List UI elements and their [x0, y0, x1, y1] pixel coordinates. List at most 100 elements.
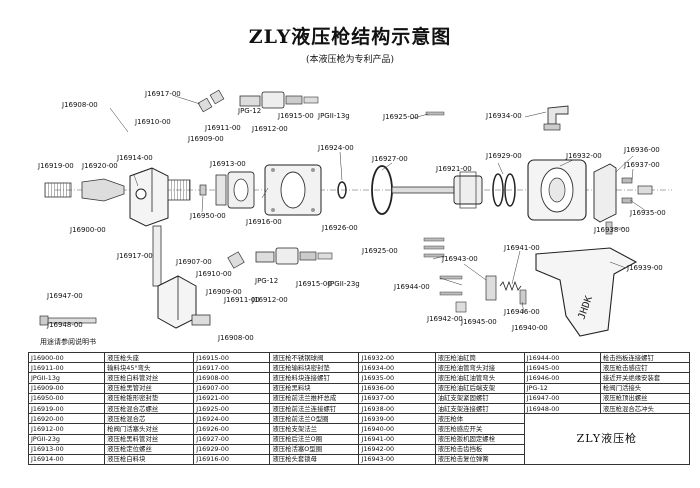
part-code-cell: J16944-00: [523, 351, 601, 364]
part-code-cell: J16925-00: [193, 402, 271, 415]
mixing-core-part: [81, 178, 125, 202]
part-code-cell: J16943-00: [358, 453, 436, 466]
callout-j16917-00-lower: J16917-00: [116, 252, 153, 260]
callout-j16914-00: J16914-00: [116, 154, 153, 162]
callout-j16916-00: J16916-00: [245, 218, 282, 226]
callout-j16939-00: J16939-00: [626, 264, 663, 272]
piston-o-rings: [492, 173, 516, 207]
part-name-cell: 液压枪击感应钉: [599, 362, 691, 374]
callout-j16911-00-upper: J16911-00: [204, 124, 241, 132]
drawing-subtitle: (本液压枪为专利产品): [305, 55, 395, 65]
front-flange-o-ring: [337, 181, 347, 199]
callout-j16943-00: J16943-00: [441, 255, 478, 263]
part-code-cell: J16938-00: [358, 402, 436, 415]
part-code-cell: J16927-00: [193, 433, 271, 445]
callout-j16935-00: J16935-00: [629, 209, 666, 217]
leader-lines: [109, 95, 647, 314]
part-code-cell: J16900-00: [27, 351, 106, 364]
callout-j16919-00: J16919-00: [37, 162, 74, 170]
part-name-cell: 枪阀门活塞头对丝: [104, 423, 195, 435]
callout-j16921-00: J16921-00: [435, 165, 472, 173]
support-flange: [264, 164, 322, 216]
part-code-cell: J16914-00: [27, 453, 106, 466]
callout-j16912-00-upper: J16912-00: [251, 125, 288, 133]
callout-manual-note: 用途请参阅说明书: [40, 337, 96, 346]
part-name-cell: 液压枪头套锁母: [269, 453, 360, 466]
part-code-cell: J16916-00: [193, 453, 271, 466]
part-name-cell: 油缸支架紧固螺钉: [434, 392, 525, 404]
part-name-cell: 液压枪混合芯螺丝: [104, 402, 195, 415]
callout-j16950-00: J16950-00: [189, 212, 226, 220]
part-code-cell: J16909-00: [27, 382, 106, 394]
part-code-cell: J16907-00: [193, 382, 271, 394]
part-name-cell: 液压枪支架法兰: [269, 423, 360, 435]
part-code-cell: J16929-00: [193, 443, 271, 455]
callout-j16915-00-lower: J16915-00: [295, 280, 332, 288]
callout-j16938-00: J16938-00: [593, 226, 630, 234]
push-rod-assembly: [391, 171, 483, 209]
head-lock-nut: [215, 171, 255, 209]
oil-pipe-elbow: [543, 105, 569, 131]
callout-j16924-00: J16924-00: [317, 144, 354, 152]
part-name-cell: 液压枪击复位弹簧: [434, 453, 525, 466]
callout-j16946-00: J16946-00: [503, 308, 540, 316]
part-name-cell: 液压枪混合芯: [104, 413, 195, 425]
part-code-cell: J16924-00: [193, 413, 271, 425]
part-name-cell: 液压枪输料块密封垫: [269, 362, 360, 374]
callout-j16915-00-upper: J16915-00: [277, 112, 314, 120]
part-name-cell: 液压枪体: [434, 413, 525, 425]
callout-j16927-00: J16927-00: [371, 155, 408, 163]
part-code-cell: J16908-00: [193, 372, 271, 384]
part-code-cell: J16940-00: [358, 423, 436, 435]
part-code-cell: J16936-00: [358, 382, 436, 394]
callout-j16909-00-lower: J16909-00: [205, 288, 242, 296]
part-code-cell: J16921-00: [193, 392, 271, 404]
part-code-cell: J16946-00: [523, 372, 601, 384]
drawing-title: ZLY液压枪结构示意图: [248, 26, 452, 48]
cylinder-rear-bracket: [593, 163, 653, 223]
part-name-cell: 液压枪后法兰O圈: [269, 433, 360, 445]
callout-jpg-12-lower: JPG-12: [254, 277, 278, 285]
part-code-cell: J16920-00: [27, 413, 106, 425]
callout-j16911-00-lower: J16911-00: [223, 296, 260, 304]
part-code-cell: J16935-00: [358, 372, 436, 384]
part-name-cell: 液压枪定位螺丝: [104, 443, 195, 455]
part-name-cell: 液压枪油缸筒: [434, 351, 525, 364]
callout-j16908-00-lower: J16908-00: [217, 334, 254, 342]
callout-j16932-00: J16932-00: [565, 152, 602, 160]
part-name-cell: 枪击挡板连接螺钉: [599, 351, 691, 364]
part-code-cell: J16911-00: [27, 362, 106, 374]
callout-j16900-00: J16900-00: [69, 226, 106, 234]
callout-j16910-00-upper: J16910-00: [134, 118, 171, 126]
callout-j16942-00: J16942-00: [426, 315, 463, 323]
ejector-screw-tool: [39, 315, 97, 326]
part-code-cell: J16932-00: [358, 351, 436, 364]
part-code-cell: JPGII-13g: [27, 372, 106, 384]
part-code-cell: J16915-00: [193, 351, 271, 364]
callout-j16936-00: J16936-00: [623, 146, 660, 154]
part-name-cell: 液压枪混合芯冲头: [599, 402, 691, 415]
part-code-cell: JPG-12: [523, 382, 601, 394]
part-name-cell: 液压枪前法兰推杆总成: [269, 392, 360, 404]
part-code-cell: J16942-00: [358, 443, 436, 455]
part-code-cell: J16926-00: [193, 423, 271, 435]
part-name-cell: 液压枪白料管对丝: [104, 372, 195, 384]
part-code-cell: J16941-00: [358, 433, 436, 445]
part-name-cell: 液压枪油缸后端支架: [434, 382, 525, 394]
part-name-cell: 液压枪料块连接螺钉: [269, 372, 360, 384]
part-name-cell: 液压枪油管弯头对接: [434, 362, 525, 374]
part-name-cell: 液压枪锥形密封垫: [104, 392, 195, 404]
callout-jpgii-13g: JPGII-13g: [317, 112, 350, 120]
callout-j16944-00: J16944-00: [393, 283, 430, 291]
callout-j16909-00-upper: J16909-00: [187, 135, 224, 143]
part-code-cell: J16948-00: [523, 402, 601, 415]
part-name-cell: 液压枪白料块: [104, 453, 195, 466]
part-name-cell: 枪阀门活接头: [599, 382, 691, 394]
trigger-return-spring: [499, 280, 522, 292]
